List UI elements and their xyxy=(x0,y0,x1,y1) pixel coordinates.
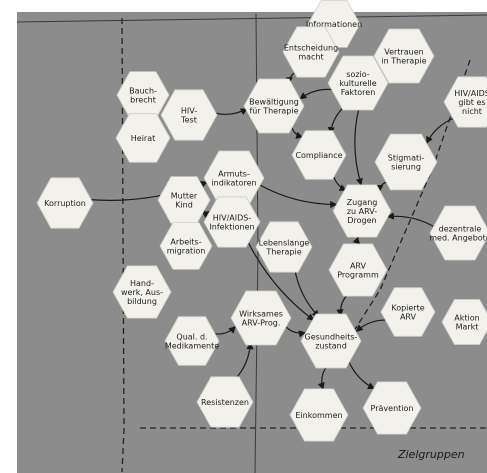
hex-card-label: med. Angebote xyxy=(429,234,487,243)
hex-card-label: nicht xyxy=(462,107,482,116)
hex-card-label: Gesundheits- xyxy=(305,333,358,342)
hex-card-label: Resistenzen xyxy=(201,398,249,407)
hex-card-label: HIV/AIDS xyxy=(454,89,487,98)
hex-card-label: ARV-Prog. xyxy=(242,319,281,328)
hex-card-label: in Therapie xyxy=(381,57,426,66)
hex-card-label: Arbeits- xyxy=(170,238,201,247)
hex-card-label: sierung xyxy=(391,163,421,172)
hex-card-label: ARV xyxy=(350,262,367,271)
hex-card-label: bildung xyxy=(127,297,157,306)
hex-card-label: gibt es xyxy=(458,98,485,107)
hex-card-label: macht xyxy=(298,53,323,62)
hex-card-label: Prävention xyxy=(371,404,414,413)
hex-card-label: Armuts- xyxy=(218,170,250,179)
hex-card-label: Qual. d. xyxy=(176,333,207,342)
hex-card-label: Programm xyxy=(337,271,379,280)
hex-card-label: sozio- xyxy=(346,70,370,79)
hex-card-label: dezentrale xyxy=(439,225,482,234)
hex-card-label: indikatoren xyxy=(211,179,256,188)
hex-card-label: Aktion xyxy=(454,314,479,323)
hex-card-label: Wirksames xyxy=(239,310,283,319)
hex-card-label: Entscheidung xyxy=(284,44,338,53)
hex-card-label: migration xyxy=(167,247,206,256)
hex-card-label: Korruption xyxy=(44,199,86,208)
hex-card-label: Mutter xyxy=(171,192,198,201)
hex-card-label: HIV/AIDS- xyxy=(213,214,252,223)
hex-card-label: Compliance xyxy=(295,151,342,160)
hex-card-label: zu ARV- xyxy=(347,207,377,216)
hex-card-label: ARV xyxy=(400,313,417,322)
hex-card-label: werk, Aus- xyxy=(121,288,163,297)
hex-card-label: HIV- xyxy=(181,107,197,116)
hex-card-label: Test xyxy=(180,116,197,125)
hex-card-label: zustand xyxy=(315,342,347,351)
hex-card-label: kulturelle xyxy=(339,79,376,88)
hex-card-label: Kind xyxy=(175,201,193,210)
hex-card-label: Zugang xyxy=(347,198,378,207)
hex-card-label: Therapie xyxy=(265,248,301,257)
hex-card-label: Heirat xyxy=(131,134,156,143)
hex-card-label: Stigmati- xyxy=(388,154,425,163)
hex-card-label: Hand- xyxy=(130,279,154,288)
hex-card-label: Drogen xyxy=(347,216,376,225)
hex-card-label: Bauch- xyxy=(129,87,157,96)
hex-card-label: Medikamente xyxy=(165,342,219,351)
hex-card-label: für Therapie xyxy=(249,107,298,116)
hex-card-label: Vertrauen xyxy=(384,48,423,57)
hex-card-label: Faktoren xyxy=(341,88,376,97)
board-caption: Zielgruppen xyxy=(397,448,465,461)
hex-card-label: Infektionen xyxy=(209,223,254,232)
hex-card-label: Bewältigung xyxy=(249,98,299,107)
hex-card-label: brecht xyxy=(130,96,156,105)
hex-card-label: Einkommen xyxy=(295,411,342,420)
hex-card-label: Kopierte xyxy=(391,304,424,313)
hex-card-label: Lebenslange xyxy=(259,239,310,248)
hex-card-label: Markt xyxy=(456,323,479,332)
